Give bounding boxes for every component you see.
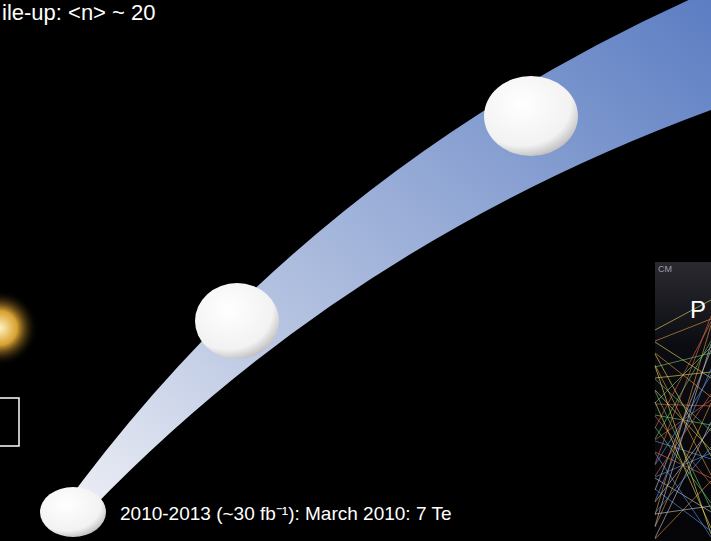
period-label: 2010-2013 (~30 fb⁻¹): March 2010: 7 Te <box>120 500 452 526</box>
event-display-inset <box>655 262 711 541</box>
gold-glow <box>0 290 38 366</box>
milestone-dot <box>40 487 106 537</box>
milestone-dot <box>195 283 279 359</box>
pileup-label: ile-up: <n> ~ 20 <box>2 0 156 26</box>
cropped-box <box>0 398 19 446</box>
inset-label: P <box>690 296 706 324</box>
timeline-band <box>48 0 711 536</box>
milestone-dot <box>484 76 578 156</box>
logo-label: CM <box>658 264 672 274</box>
